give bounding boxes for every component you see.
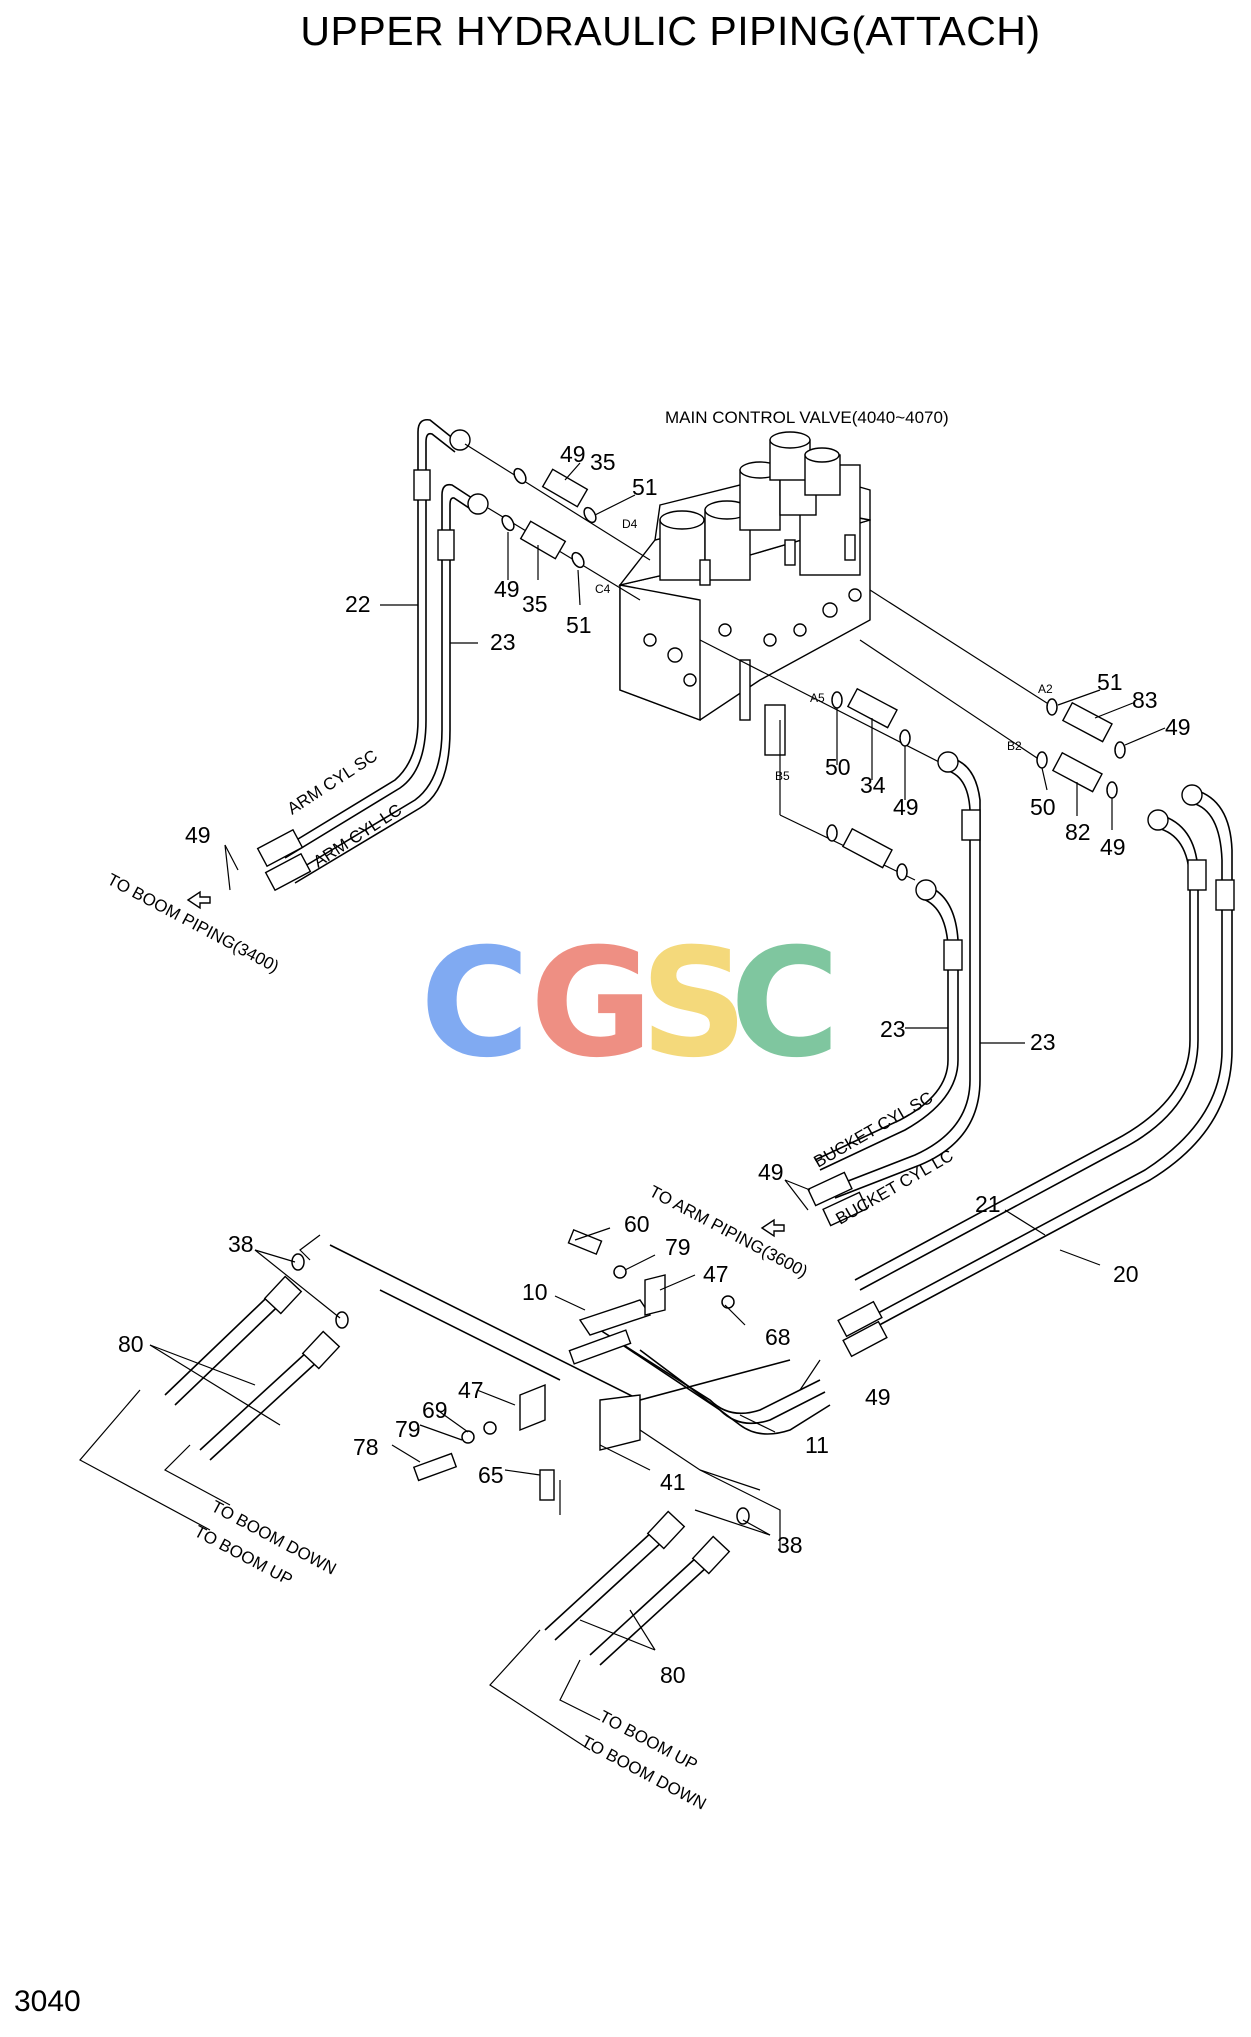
arm-cylinder-hoses xyxy=(256,418,489,892)
callout-38-left: 38 xyxy=(228,1231,254,1257)
callout-82: 82 xyxy=(1065,819,1091,845)
callout-21: 21 xyxy=(975,1191,1001,1217)
callout-numbers: 49 35 51 22 23 49 35 51 49 50 34 49 51 8… xyxy=(118,441,1191,1688)
port-label-d4: D4 xyxy=(622,517,638,531)
port-label-c4: C4 xyxy=(595,582,611,596)
watermark-letter-s: S xyxy=(640,917,748,1091)
label-arm-cyl-lc: ARM CYL LC xyxy=(310,800,405,871)
callout-35-top2: 35 xyxy=(522,591,548,617)
callout-51-right: 51 xyxy=(1097,669,1123,695)
watermark: C G S C xyxy=(420,917,840,1091)
label-to-boom-piping: TO BOOM PIPING(3400) xyxy=(104,870,282,977)
callout-23-left: 23 xyxy=(490,629,516,655)
callout-47-bottom: 47 xyxy=(458,1377,484,1403)
callout-49-bottom: 49 xyxy=(865,1384,891,1410)
callout-80-right: 80 xyxy=(660,1662,686,1688)
callout-51-top2: 51 xyxy=(566,612,592,638)
boom-hoses-lower-right xyxy=(489,1507,750,1751)
callout-47-top: 47 xyxy=(703,1261,729,1287)
callout-22: 22 xyxy=(345,591,371,617)
callout-50-right: 50 xyxy=(1030,794,1056,820)
callout-78: 78 xyxy=(353,1434,379,1460)
callout-41: 41 xyxy=(660,1469,686,1495)
page-number: 3040 xyxy=(14,1985,81,2018)
main-control-valve xyxy=(618,431,871,756)
callout-49-mid: 49 xyxy=(893,794,919,820)
callout-50-mid: 50 xyxy=(825,754,851,780)
callout-60: 60 xyxy=(624,1211,650,1237)
callout-65: 65 xyxy=(478,1462,504,1488)
callout-79-top: 79 xyxy=(665,1234,691,1260)
arrow-to-arm-piping xyxy=(760,1218,785,1238)
callout-68: 68 xyxy=(765,1324,791,1350)
callout-34: 34 xyxy=(860,772,886,798)
arrow-to-boom-piping xyxy=(186,890,211,910)
boom-hoses-right xyxy=(837,589,1235,1358)
callout-49-top1: 49 xyxy=(560,441,586,467)
watermark-letter-g: G xyxy=(530,917,653,1091)
callout-79-bottom: 79 xyxy=(395,1416,421,1442)
bottom-pipe-assembly xyxy=(299,1228,831,1550)
callout-49-bucket: 49 xyxy=(758,1159,784,1185)
port-label-b2: B2 xyxy=(1007,739,1022,753)
callout-23-mid2: 23 xyxy=(1030,1029,1056,1055)
callout-23-mid1: 23 xyxy=(880,1016,906,1042)
callout-35-top1: 35 xyxy=(590,449,616,475)
callout-80-left: 80 xyxy=(118,1331,144,1357)
valve-fittings-upper xyxy=(464,443,651,601)
boom-hoses-lower-left xyxy=(79,1253,349,1531)
valve-label: MAIN CONTROL VALVE(4040~4070) xyxy=(665,408,949,427)
callout-83: 83 xyxy=(1132,687,1158,713)
callout-49-right1: 49 xyxy=(1165,714,1191,740)
callout-10: 10 xyxy=(522,1279,548,1305)
label-arm-cyl-sc: ARM CYL SC xyxy=(284,746,381,818)
watermark-letter-c1: C xyxy=(420,917,530,1091)
label-bucket-cyl-sc: BUCKET CYL SC xyxy=(811,1088,937,1172)
callout-20: 20 xyxy=(1113,1261,1139,1287)
bucket-cylinder-hoses xyxy=(699,639,981,1227)
callout-51-top1: 51 xyxy=(632,474,658,500)
callout-49-top2: 49 xyxy=(494,576,520,602)
watermark-letter-c2: C xyxy=(730,917,840,1091)
port-label-a2: A2 xyxy=(1038,682,1053,696)
leader-lines xyxy=(149,462,1166,1651)
page-title: UPPER HYDRAULIC PIPING(ATTACH) xyxy=(300,8,1041,54)
callout-49-left: 49 xyxy=(185,822,211,848)
callout-38-right: 38 xyxy=(777,1532,803,1558)
callout-11: 11 xyxy=(805,1432,829,1458)
callout-49-right2: 49 xyxy=(1100,834,1126,860)
callout-69: 69 xyxy=(422,1397,448,1423)
port-label-b5: B5 xyxy=(775,769,790,783)
